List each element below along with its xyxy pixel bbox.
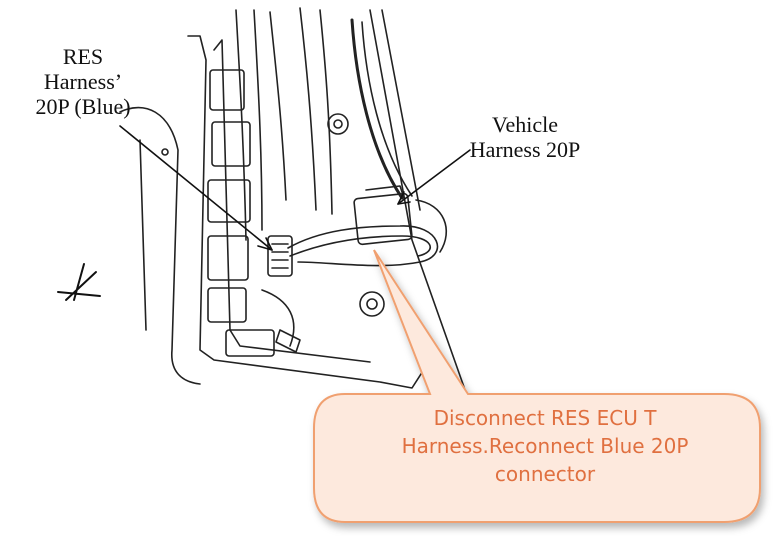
res-pointer-line	[119, 125, 273, 251]
left-connector-2	[211, 121, 251, 167]
left-connector-6	[225, 329, 275, 357]
dash-frame-outline	[187, 35, 431, 389]
lower-wire	[261, 289, 295, 347]
callout-line-2: Harness.Reconnect Blue 20P	[401, 434, 689, 458]
right-frame-outer	[369, 9, 471, 405]
res-harness-label-line-2: Harness’	[43, 69, 123, 94]
vehicle-pointer-arrowhead	[397, 191, 411, 205]
res-pointer-arrowhead	[257, 237, 273, 251]
loop-cable-top	[287, 225, 439, 267]
callout-bubble	[313, 249, 761, 523]
callout-line-3: connector	[494, 462, 596, 486]
mount-hole-bottom	[359, 291, 385, 317]
res-harness-label-line-1: RES	[62, 44, 104, 69]
mount-hole-bottom-inner	[366, 298, 378, 310]
left-connector-1	[209, 69, 245, 111]
vehicle-harness-label-line-2: Harness 20P	[469, 137, 581, 162]
vehicle-harness-label: Vehicle Harness 20P	[440, 112, 610, 162]
res-connector-ribs	[271, 243, 289, 269]
vehicle-harness-cable	[350, 18, 404, 200]
body-panel-outline	[119, 106, 201, 385]
handwritten-mark	[57, 263, 101, 301]
wire-bundle-4	[299, 7, 317, 211]
lower-clip	[275, 329, 301, 353]
left-connector-5	[207, 287, 247, 323]
body-panel-inner	[139, 139, 147, 331]
panel-bolt	[161, 148, 169, 156]
callout-line-1: Disconnect RES ECU T	[433, 406, 657, 430]
left-connector-3	[207, 179, 251, 223]
wire-bundle-2	[253, 9, 263, 231]
wire-bundle-3	[269, 11, 287, 201]
right-frame-inner	[381, 9, 421, 211]
res-harness-label: RES Harness’ 20P (Blue)	[8, 44, 158, 119]
vehicle-harness-label-line-1: Vehicle	[492, 112, 558, 137]
mount-hole-top-inner	[333, 119, 343, 129]
loop-cable-bottom	[289, 235, 431, 257]
dash-frame-inner	[213, 39, 371, 363]
loop-cable-outer	[415, 199, 448, 253]
vehicle-pointer-line	[397, 149, 471, 205]
left-connector-4	[207, 235, 249, 281]
wire-bundle-5	[319, 9, 333, 215]
callout-text: Disconnect RES ECU T Harness.Reconnect B…	[330, 404, 760, 488]
res-harness-connector	[267, 235, 293, 277]
res-harness-label-line-3: 20P (Blue)	[35, 94, 131, 119]
mount-hole-top	[327, 113, 349, 135]
wire-bundle-1	[235, 9, 247, 241]
vehicle-harness-connector	[353, 192, 413, 246]
